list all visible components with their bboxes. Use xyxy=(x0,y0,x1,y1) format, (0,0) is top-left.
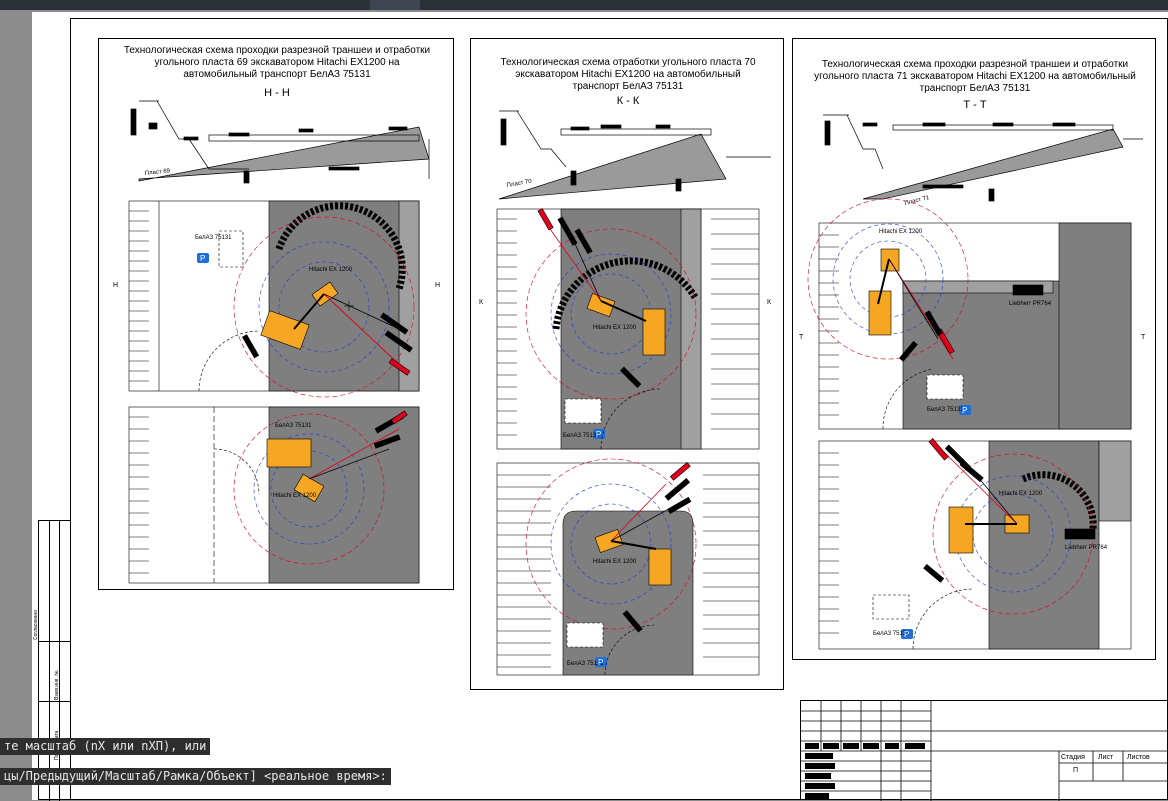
svg-text:Н: Н xyxy=(113,282,118,289)
drawing-area-margin xyxy=(0,10,32,800)
svg-text:Т: Т xyxy=(799,334,804,341)
section-label: К - К xyxy=(616,95,640,107)
svg-text:БелАЗ 75131: БелАЗ 75131 xyxy=(927,407,964,413)
svg-text:Hitachi EX 1200: Hitachi EX 1200 xyxy=(999,491,1043,497)
svg-text:P: P xyxy=(904,630,909,639)
svg-text:Hitachi EX 1200: Hitachi EX 1200 xyxy=(309,267,353,273)
svg-text:Hitachi EX 1200: Hitachi EX 1200 xyxy=(879,229,923,235)
scheme-drawing: Пласт 70 xyxy=(479,110,772,676)
cross-section xyxy=(498,110,771,200)
title-block: Стадия Лист Листов П xyxy=(800,700,1168,801)
section-label: Т - Т xyxy=(963,99,987,111)
plan-view-1 xyxy=(807,198,1132,430)
seam-label: Пласт 69 xyxy=(145,168,171,177)
svg-text:БелАЗ 75131: БелАЗ 75131 xyxy=(195,235,232,241)
svg-text:БелАЗ 75131: БелАЗ 75131 xyxy=(567,661,604,667)
stage-header: Стадия xyxy=(1061,754,1085,761)
svg-text:P: P xyxy=(962,406,967,415)
scheme-panel-71: Технологическая схема проходки разрезной… xyxy=(792,38,1156,660)
scheme-panel-69: Технологическая схема проходки разрезной… xyxy=(98,38,454,590)
svg-text:Hitachi EX 1200: Hitachi EX 1200 xyxy=(593,559,637,565)
plan-view-1 xyxy=(128,200,420,398)
inv-no-label: Взам.инв. № xyxy=(54,670,60,700)
svg-text:P: P xyxy=(598,658,603,667)
sheet-header: Лист xyxy=(1098,754,1114,761)
svg-text:БелАЗ 75131: БелАЗ 75131 xyxy=(873,631,910,637)
cross-section xyxy=(823,114,1143,202)
cross-section xyxy=(130,100,430,184)
svg-text:К: К xyxy=(767,299,772,306)
title-bar xyxy=(0,0,1168,10)
scheme-panel-70: Технологическая схема отработки угольног… xyxy=(470,38,784,690)
scheme-drawing: Пласт 71 xyxy=(799,114,1146,650)
svg-text:Пласт 71: Пласт 71 xyxy=(904,195,931,207)
panel-title: Технологическая схема проходки разрезной… xyxy=(814,59,1136,94)
svg-text:Н: Н xyxy=(435,282,440,289)
plan-view-1 xyxy=(496,208,760,450)
section-label: Н - Н xyxy=(264,87,290,99)
svg-text:Пласт 70: Пласт 70 xyxy=(506,179,533,189)
agreed-label: Согласовано xyxy=(33,609,39,640)
svg-text:P: P xyxy=(200,254,205,263)
command-history-line-1: те масштаб (nX или nXП), или xyxy=(0,738,211,755)
sheets-header: Листов xyxy=(1127,754,1150,761)
svg-text:БелАЗ 75131: БелАЗ 75131 xyxy=(275,423,312,429)
svg-text:Hitachi EX 1200: Hitachi EX 1200 xyxy=(273,493,317,499)
panel-title: Технологическая схема отработки угольног… xyxy=(500,57,756,92)
svg-text:Liebherr PR764: Liebherr PR764 xyxy=(1065,545,1108,551)
svg-text:Т: Т xyxy=(1141,334,1146,341)
panel-title: Технологическая схема проходки разрезной… xyxy=(123,45,431,80)
cross-section-drawing: Пласт 69 xyxy=(113,100,440,584)
plan-view-2 xyxy=(818,438,1132,650)
svg-text:К: К xyxy=(479,299,484,306)
command-prompt-line[interactable]: цы/Предыдущий/Масштаб/Рамка/Объект] <реа… xyxy=(0,768,391,785)
active-tab[interactable] xyxy=(370,0,420,10)
stage-value: П xyxy=(1073,767,1079,774)
svg-text:Hitachi EX 1200: Hitachi EX 1200 xyxy=(593,325,637,331)
svg-text:БелАЗ 75131: БелАЗ 75131 xyxy=(563,433,600,439)
svg-text:Liebherr PR764: Liebherr PR764 xyxy=(1009,301,1052,307)
svg-text:P: P xyxy=(596,430,601,439)
plan-view-2 xyxy=(496,458,760,676)
plan-view-2 xyxy=(128,406,420,584)
